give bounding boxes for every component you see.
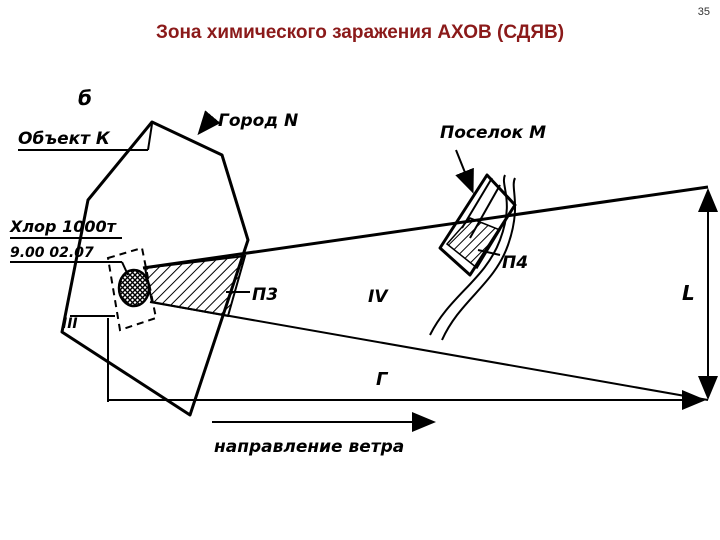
road <box>429 174 508 336</box>
label-wind-direction: направление ветра <box>214 437 404 457</box>
label-object-k: Объект К <box>18 129 111 149</box>
label-city-n: Город N <box>218 111 298 131</box>
label-zone-iv: IV <box>368 287 389 307</box>
road-edge <box>441 177 517 341</box>
label-time: 9.00 02.07 <box>10 245 94 261</box>
city-boundary <box>60 120 250 417</box>
label-l: L <box>682 281 695 305</box>
zone-iii-boundary <box>106 246 158 332</box>
object-leader <box>147 123 153 151</box>
label-b: б <box>78 86 92 110</box>
city-leader <box>197 110 221 136</box>
label-chemical: Хлор 1000т <box>9 217 118 236</box>
zone-upper-edge <box>142 185 709 270</box>
label-g: Г <box>376 369 389 390</box>
page-number: 35 <box>697 6 710 18</box>
label-p4: П4 <box>502 253 528 273</box>
time-leader <box>121 261 129 276</box>
settlement-leader <box>455 149 474 194</box>
label-zone-iii: III <box>62 316 78 332</box>
zone-lower-edge <box>149 301 709 401</box>
settlement-m <box>438 173 517 277</box>
label-settlement-m: Поселок М <box>440 123 546 143</box>
label-p3: П3 <box>252 285 278 305</box>
p4-leader <box>477 249 501 256</box>
contamination-source <box>117 268 151 308</box>
page-title: Зона химического заражения АХОВ (СДЯВ) <box>155 22 565 43</box>
